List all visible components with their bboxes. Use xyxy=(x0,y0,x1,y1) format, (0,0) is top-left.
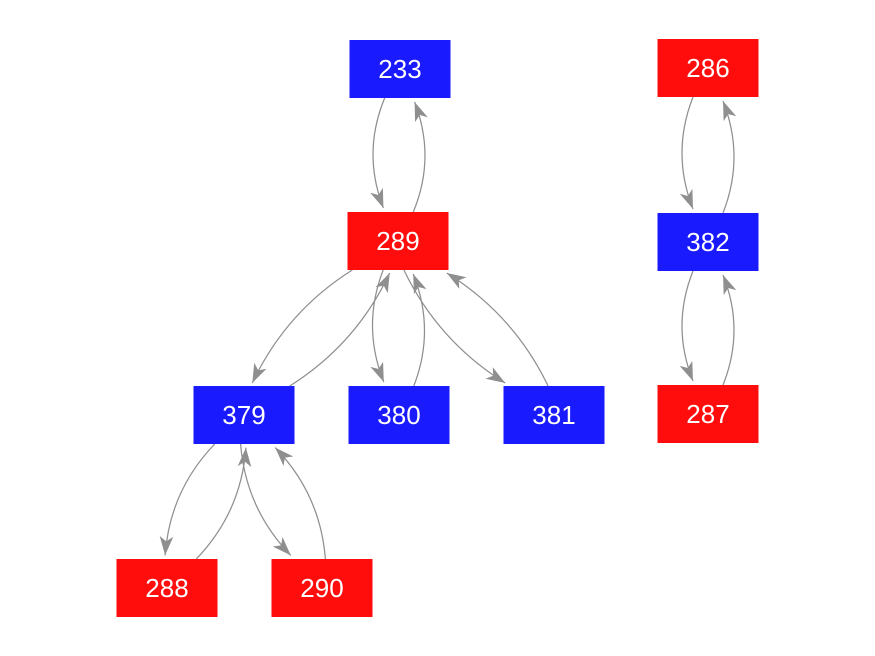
edge-380-to-289 xyxy=(412,273,427,387)
edge-286-to-382 xyxy=(679,96,694,210)
graph-node-380: 380 xyxy=(348,386,450,444)
edge-288-to-379 xyxy=(195,447,252,560)
node-rect-red xyxy=(271,559,373,617)
node-rect-blue xyxy=(348,386,450,444)
edge-289-to-381 xyxy=(403,269,506,384)
node-label: 287 xyxy=(686,399,729,429)
node-rect-red xyxy=(116,559,218,617)
graph-node-382: 382 xyxy=(657,213,759,271)
node-label: 382 xyxy=(686,227,729,257)
node-label: 286 xyxy=(686,53,729,83)
edge-379-to-290 xyxy=(239,443,292,556)
graph-node-233: 233 xyxy=(349,40,451,98)
node-label: 290 xyxy=(300,573,343,603)
edges-layer xyxy=(159,96,737,560)
node-rect-blue xyxy=(349,40,451,98)
node-rect-blue xyxy=(657,213,759,271)
nodes-layer: 233 289 379 380 381 288 290 286 382 287 xyxy=(116,39,759,617)
edge-287-to-382 xyxy=(722,274,737,386)
node-label: 380 xyxy=(377,400,420,430)
graph-node-379: 379 xyxy=(193,386,295,444)
node-label: 381 xyxy=(532,400,575,430)
node-rect-blue xyxy=(193,386,295,444)
node-label: 379 xyxy=(222,400,265,430)
graph-node-289: 289 xyxy=(347,212,449,270)
node-rect-red xyxy=(657,385,759,443)
node-label: 233 xyxy=(378,54,421,84)
edge-382-to-287 xyxy=(679,270,694,382)
edge-289-to-379 xyxy=(251,269,353,384)
node-label: 288 xyxy=(145,573,188,603)
edge-382-to-286 xyxy=(722,100,737,214)
edge-379-to-289 xyxy=(289,272,391,387)
edge-290-to-379 xyxy=(274,447,327,560)
edge-381-to-289 xyxy=(446,272,549,387)
edge-379-to-288 xyxy=(159,443,216,556)
node-rect-red xyxy=(657,39,759,97)
edge-289-to-380 xyxy=(370,269,385,383)
edge-233-to-289 xyxy=(370,97,386,209)
node-rect-red xyxy=(347,212,449,270)
graph-node-286: 286 xyxy=(657,39,759,97)
node-rect-blue xyxy=(503,386,605,444)
graph-node-381: 381 xyxy=(503,386,605,444)
node-label: 289 xyxy=(376,226,419,256)
graph-node-287: 287 xyxy=(657,385,759,443)
graph-node-288: 288 xyxy=(116,559,218,617)
edge-289-to-233 xyxy=(412,101,428,213)
graph-node-290: 290 xyxy=(271,559,373,617)
